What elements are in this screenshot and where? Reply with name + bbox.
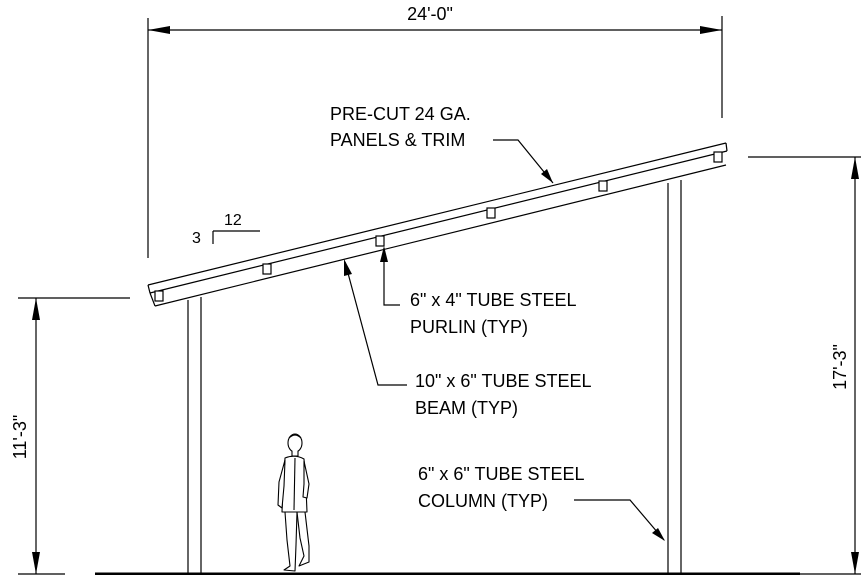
person-leg-right bbox=[296, 511, 310, 567]
purlin-leader bbox=[383, 248, 400, 306]
purlin-5 bbox=[598, 180, 608, 192]
roof-end-right bbox=[725, 142, 728, 152]
panels-leader bbox=[493, 139, 554, 184]
columns bbox=[187, 180, 682, 574]
panels-callout-line-2: PANELS & TRIM bbox=[330, 130, 465, 150]
slope-rise-value: 3 bbox=[192, 230, 201, 247]
purlin-2 bbox=[262, 263, 272, 275]
roof-panel-top-line bbox=[147, 142, 727, 286]
beam-callout-line-1: 10" x 6" TUBE STEEL bbox=[415, 371, 592, 391]
width-arrow-left bbox=[148, 26, 170, 34]
person-arm-right bbox=[302, 460, 310, 499]
roof-panel-bottom-line bbox=[149, 150, 728, 294]
panels-leader-arrow bbox=[541, 169, 553, 183]
beam-callout-line-2: BEAM (TYP) bbox=[415, 398, 518, 418]
purlin-callout-line-1: 6" x 4" TUBE STEEL bbox=[410, 290, 577, 310]
beam-leader bbox=[344, 261, 407, 386]
low-height-arrow-top bbox=[32, 298, 40, 320]
roof-assembly bbox=[147, 142, 728, 307]
slope-run-value: 12 bbox=[224, 212, 242, 229]
roof-end-left bbox=[147, 284, 151, 294]
overall-width-dimension bbox=[147, 16, 723, 258]
column-callout-line-2: COLUMN (TYP) bbox=[418, 491, 548, 511]
width-arrow-right bbox=[700, 26, 722, 34]
overall-width-label: 24'-0" bbox=[407, 4, 453, 24]
beam-bottom-line bbox=[154, 164, 727, 307]
low-side-height-label: 11'-3" bbox=[10, 415, 30, 460]
low-height-arrow-bottom bbox=[32, 552, 40, 574]
slope-indicator bbox=[212, 230, 260, 244]
panels-callout-line-1: PRE-CUT 24 GA. bbox=[330, 104, 471, 124]
column-leader bbox=[574, 499, 665, 541]
high-height-arrow-top bbox=[851, 157, 859, 179]
high-side-height-dimension bbox=[748, 156, 861, 575]
purlin-leader-arrow bbox=[380, 246, 388, 262]
purlin-callout-line-2: PURLIN (TYP) bbox=[410, 317, 528, 337]
column-leader-arrow bbox=[652, 528, 665, 541]
high-side-height-label: 17'-3" bbox=[830, 344, 850, 390]
scale-person-figure bbox=[277, 433, 310, 572]
purlin-4 bbox=[486, 207, 496, 219]
person-arm-left bbox=[277, 459, 286, 509]
low-side-height-dimension bbox=[18, 297, 130, 575]
beam-leader-arrow bbox=[344, 259, 352, 276]
column-callout-line-1: 6" x 6" TUBE STEEL bbox=[418, 464, 585, 484]
high-height-arrow-bottom bbox=[851, 552, 859, 574]
purlin-1 bbox=[154, 290, 164, 302]
beam-end-left bbox=[149, 292, 156, 307]
person-leg-left bbox=[283, 511, 298, 572]
purlin-3 bbox=[375, 235, 385, 247]
purlin-6 bbox=[713, 151, 723, 163]
